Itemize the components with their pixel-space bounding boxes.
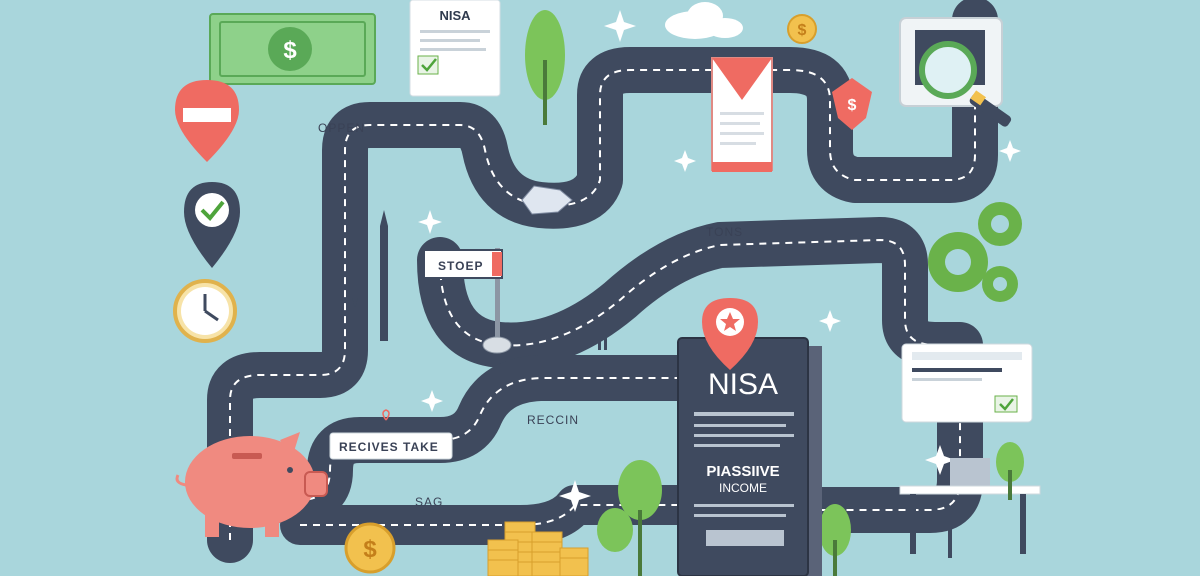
book-subtitle-line2: INCOME xyxy=(719,481,767,495)
road-marks xyxy=(598,338,607,350)
checklist-icon xyxy=(901,343,1033,423)
book-subtitle-line1: PIASSIIVE xyxy=(706,463,779,480)
coin-icon: $ xyxy=(787,14,817,44)
label-open: OPPEN xyxy=(318,121,365,135)
label-sag: SAG xyxy=(415,495,443,509)
gear-icon xyxy=(928,202,1022,302)
road-arrow-icon xyxy=(521,185,573,215)
nisa-book: NISA PIASSIIVE INCOME xyxy=(677,337,822,576)
label-reccin: RECCIN xyxy=(527,413,579,427)
pencil-icon xyxy=(352,198,388,341)
stop-label: STOEP xyxy=(438,259,483,273)
check-pin-icon xyxy=(184,182,240,268)
no-entry-sign-icon xyxy=(175,80,239,162)
dollar-sign: $ xyxy=(283,37,297,64)
nisa-top-card: NISA xyxy=(409,0,501,97)
tree-icon-bottom xyxy=(597,442,1024,576)
coin-bottom-dollar: $ xyxy=(363,536,377,563)
dollar-shield-icon: $ xyxy=(832,78,872,130)
coin-dollar: $ xyxy=(798,22,807,39)
receives-label-card: RECIVES TAKE xyxy=(329,409,453,460)
cloud-icon xyxy=(665,2,743,39)
label-tons: TONS xyxy=(706,225,743,239)
top-card-title: NISA xyxy=(439,8,471,23)
dollar-bill-icon: $ xyxy=(209,13,376,85)
stop-sign: STOEP xyxy=(423,248,512,354)
document-icon xyxy=(711,57,773,172)
magnifier-icon xyxy=(899,17,1012,127)
coin-stack-icon xyxy=(487,521,589,576)
desk-icon xyxy=(899,458,1041,558)
receives-label: RECIVES TAKE xyxy=(339,440,439,454)
location-pin-icon xyxy=(702,298,758,370)
tree-icon xyxy=(525,10,565,125)
sparkle-icon xyxy=(418,10,1021,512)
piggy-bank-icon xyxy=(175,432,328,537)
clock-icon xyxy=(173,279,237,343)
book-title: NISA xyxy=(708,368,778,401)
shield-dollar: $ xyxy=(848,97,857,114)
coin-icon-bottom: $ xyxy=(344,522,396,574)
